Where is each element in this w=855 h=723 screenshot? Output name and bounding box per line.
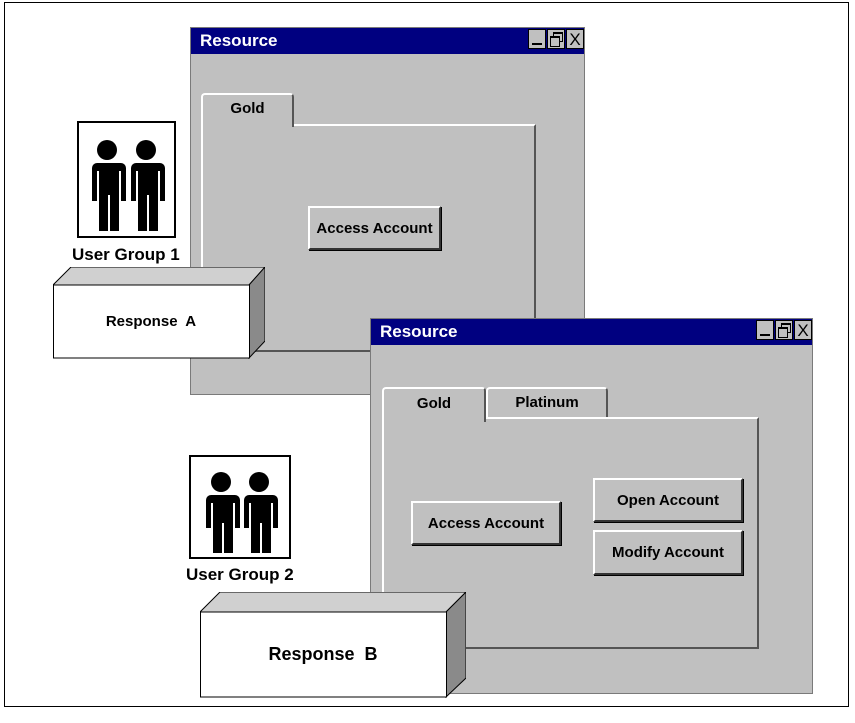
window-1-controls: X [528,29,584,51]
window-1-title: Resource [200,31,278,50]
tab-label: Gold [230,100,265,117]
tab-label: Platinum [515,394,579,411]
user-group-1-label: User Group 1 [72,245,180,264]
response-b-box: Response B [200,592,466,698]
response-a-box: Response A [53,267,265,359]
minimize-icon[interactable] [528,29,546,49]
user-group-2-label: User Group 2 [186,565,294,584]
tab-label: Gold [416,395,452,412]
box-shape [200,592,466,698]
window-2-titlebar: Resource [371,319,812,345]
window-2-tab-platinum[interactable]: Platinum [486,387,608,419]
user-group-2-icon [189,455,291,559]
window-2-title: Resource [380,322,458,341]
window-1-access-account-button[interactable]: Access Account [308,206,441,250]
window-2-modify-account-button[interactable]: Modify Account [593,530,743,575]
user-group-1-icon [77,121,176,238]
window-1-tab-gold[interactable]: Gold [201,93,294,127]
maximize-icon[interactable] [547,29,565,49]
box-shape [53,267,265,359]
window-2-open-account-button[interactable]: Open Account [593,478,743,522]
maximize-icon[interactable] [775,320,793,340]
window-2-access-account-button[interactable]: Access Account [411,501,561,545]
window-1-titlebar: Resource [191,28,584,54]
close-icon[interactable]: X [794,320,812,340]
user-group-icon [92,140,165,231]
user-group-icon [206,472,278,553]
window-2-tab-gold[interactable]: Gold [382,387,486,422]
response-b-label: Response B [268,644,378,664]
window-2-controls: X [756,320,812,342]
response-a-label: Response A [105,313,197,330]
minimize-icon[interactable] [756,320,774,340]
close-icon[interactable]: X [566,29,584,49]
